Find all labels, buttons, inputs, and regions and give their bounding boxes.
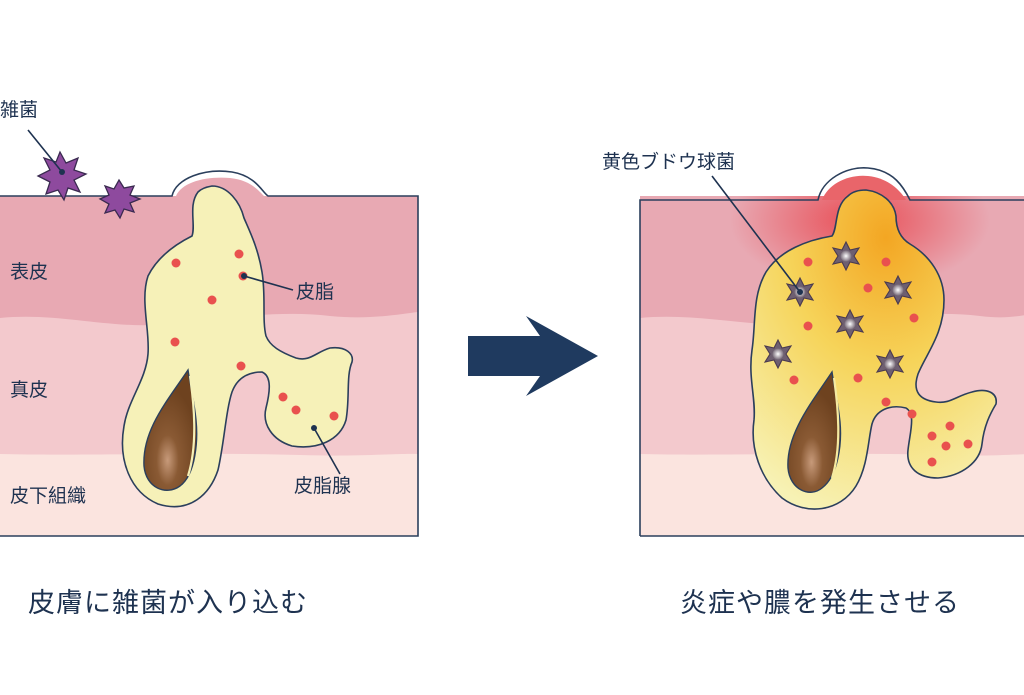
pus-dots <box>789 257 973 467</box>
label-epidermis: 表皮 <box>10 261 48 283</box>
bump-fill-right <box>822 175 906 200</box>
label-sebaceous-gland: 皮脂腺 <box>294 475 351 497</box>
caption-left: 皮膚に雑菌が入り込む <box>28 588 308 619</box>
arrow-right-icon <box>468 316 598 396</box>
leader-line-staph <box>711 175 801 293</box>
left-panel: 雑菌 表皮 真皮 皮下組織 皮脂 皮脂腺 皮膚に雑菌が入り込む <box>0 99 419 619</box>
skin-outline-right <box>639 167 1024 536</box>
bacteria-icon <box>36 150 142 220</box>
label-bacteria: 雑菌 <box>0 99 38 121</box>
sebum-dots <box>170 249 339 421</box>
skin-outline <box>0 170 419 537</box>
right-panel: 黄色ブドウ球菌 炎症や膿を発生させる <box>602 150 1024 619</box>
label-subcutaneous: 皮下組織 <box>10 485 86 507</box>
label-staph: 黄色ブドウ球菌 <box>602 150 735 173</box>
label-dermis: 真皮 <box>10 379 48 401</box>
leader-lines-left <box>27 129 341 475</box>
label-sebum: 皮脂 <box>296 281 334 303</box>
subcutaneous-layer <box>0 453 418 536</box>
caption-right: 炎症や膿を発生させる <box>680 588 960 619</box>
